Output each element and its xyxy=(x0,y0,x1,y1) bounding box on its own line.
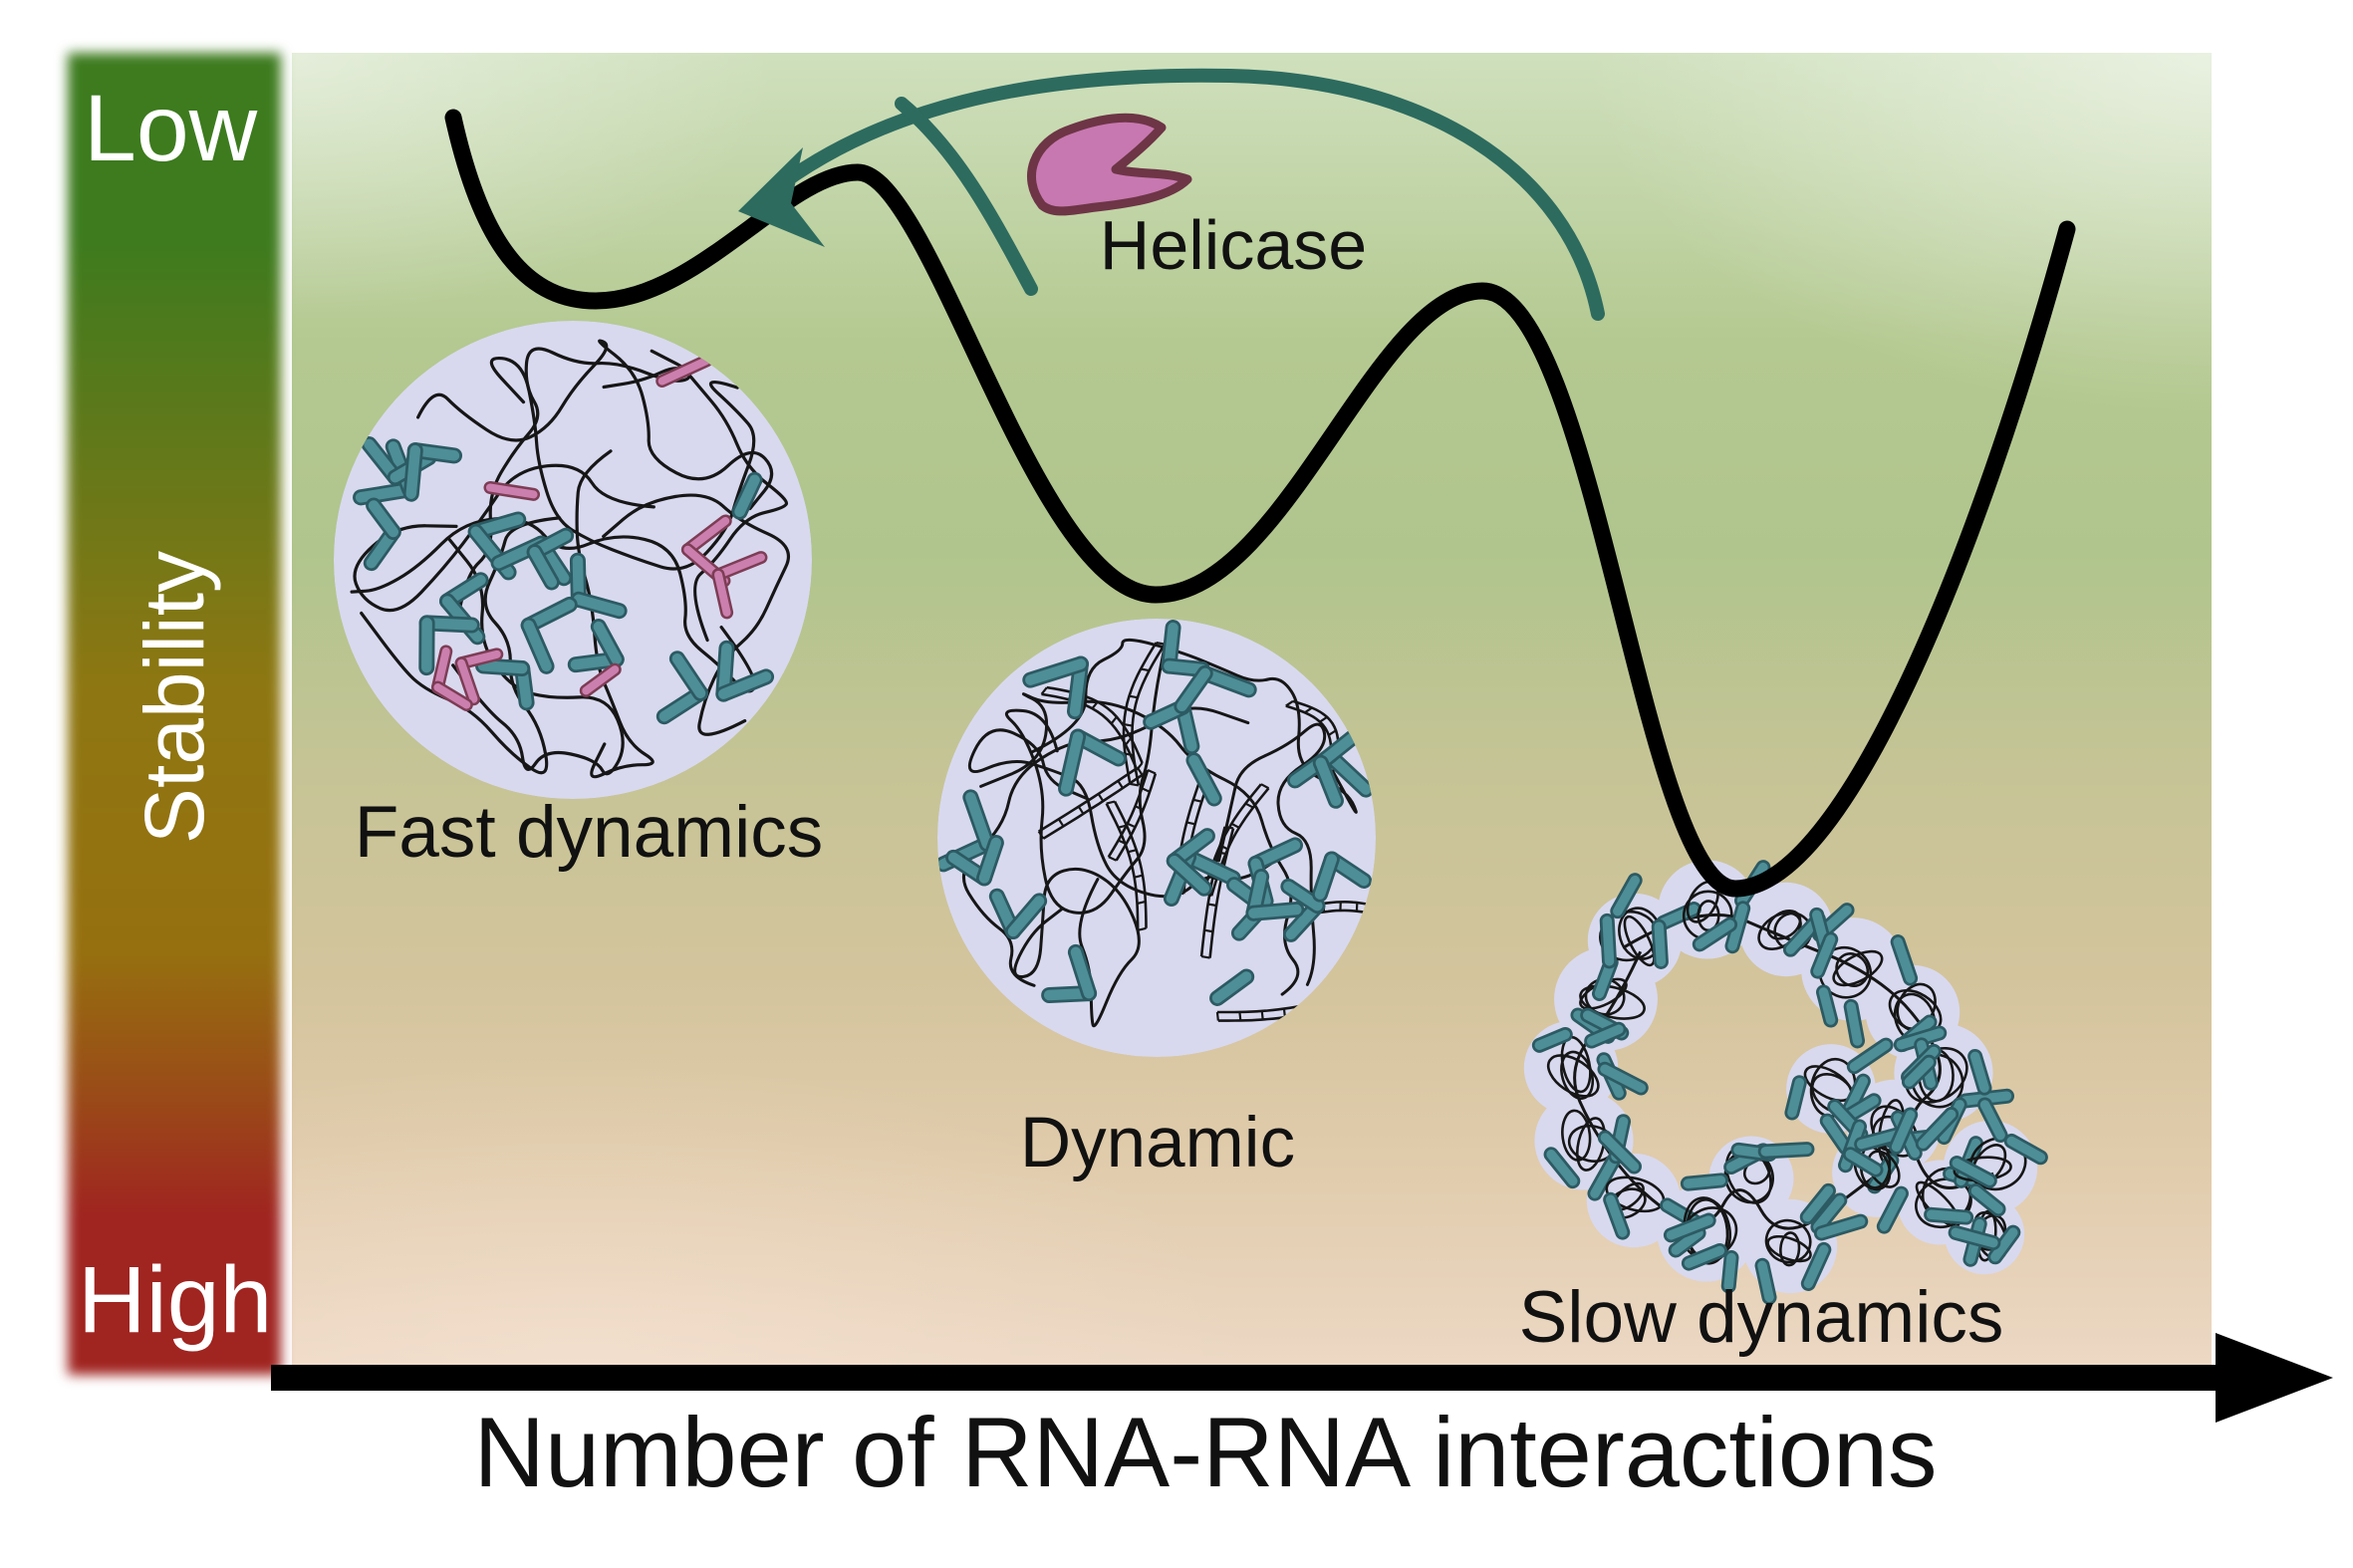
stability-gradient-bar xyxy=(68,53,281,1375)
helicase-icon xyxy=(1027,113,1192,216)
state-label-dynamic: Dynamic xyxy=(1020,1104,1295,1182)
y-axis-label: Stability xyxy=(128,551,221,844)
condensate-slow-dynamics xyxy=(1523,860,2048,1305)
state-label-slow-dynamics: Slow dynamics xyxy=(1519,1277,2004,1358)
state-label-fast-dynamics: Fast dynamics xyxy=(355,792,824,873)
y-axis-bottom-label: High xyxy=(78,1247,272,1353)
condensate-fast-dynamics xyxy=(334,321,812,799)
helicase-label: Helicase xyxy=(1100,206,1367,284)
condensate-illustrations xyxy=(334,321,2048,1305)
x-axis-line xyxy=(271,1365,2216,1391)
helicase-recycle-arrow xyxy=(762,68,1605,321)
y-axis-top-label: Low xyxy=(84,76,258,181)
condensate-dynamic xyxy=(937,619,1376,1057)
x-axis-label: Number of RNA-RNA interactions xyxy=(474,1397,1938,1507)
arrowhead-icon xyxy=(738,147,825,247)
x-axis-arrowhead-icon xyxy=(2216,1333,2333,1423)
energy-landscape-curve xyxy=(444,109,2076,898)
helicase-recycle-arrow-branch xyxy=(895,97,1038,296)
